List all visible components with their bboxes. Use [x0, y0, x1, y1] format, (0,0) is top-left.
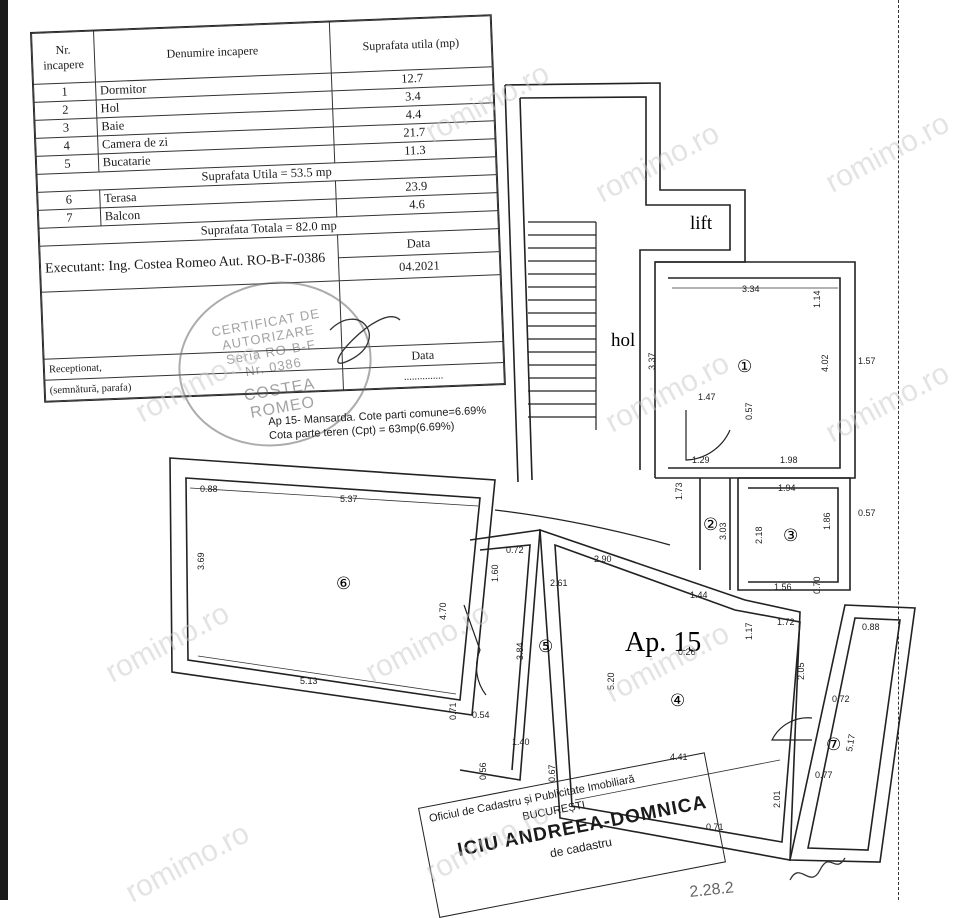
- dim-label: 1.94: [778, 483, 796, 493]
- dim-label: 3.34: [742, 284, 760, 294]
- dim-label: 4.02: [820, 354, 830, 372]
- dim-label: 0.88: [862, 622, 880, 632]
- room-marker-2: ②: [703, 515, 718, 534]
- dim-label: 0.72: [506, 545, 524, 555]
- dim-label: 1.73: [674, 482, 684, 500]
- dim-label: 1.60: [490, 564, 500, 582]
- room-marker-4: ④: [670, 691, 685, 710]
- dimension-lines: [189, 287, 838, 801]
- room-marker-6: ⑥: [336, 574, 351, 593]
- dim-label: 0.72: [832, 694, 850, 704]
- dim-label: 1.17: [744, 622, 754, 640]
- dim-label: 0.70: [812, 576, 822, 594]
- scan-edge: [0, 0, 8, 900]
- dim-label: 1.29: [692, 455, 710, 465]
- dim-label: 0.71: [706, 822, 724, 832]
- sheet-border-line: [898, 0, 899, 900]
- dim-label: 1.40: [512, 737, 530, 747]
- dim-label: 5.20: [606, 672, 616, 690]
- dim-label: 1.57: [858, 356, 876, 366]
- dim-label: 3.37: [647, 352, 657, 370]
- dim-label: 0.57: [744, 402, 754, 420]
- dim-label: 3.03: [718, 522, 728, 540]
- dim-label: 1.47: [698, 392, 716, 402]
- dim-label: 0.26: [678, 647, 696, 657]
- dim-label: 2.61: [550, 578, 568, 588]
- hol-label: hol: [611, 330, 635, 351]
- dim-label: 0.71: [448, 702, 458, 720]
- dim-label: 1.72: [777, 617, 795, 627]
- dim-label: 5.13: [300, 676, 318, 686]
- dim-label: 4.41: [670, 752, 688, 762]
- handwritten-number: 2.28.2: [689, 879, 735, 900]
- dim-label: 3.69: [196, 552, 206, 570]
- dimension-labels: 3.34 1.14 3.37 4.02 1.57 1.47 0.57 1.29 …: [196, 284, 880, 832]
- dim-label: 2.18: [754, 526, 764, 544]
- dim-label: 0.77: [815, 770, 833, 780]
- dim-label: 0.67: [547, 764, 557, 782]
- dim-label: 5.17: [844, 733, 857, 752]
- door-swings: [463, 410, 813, 741]
- dim-label: 2.05: [796, 662, 806, 680]
- dim-label: 1.86: [822, 512, 832, 530]
- stairs: [528, 221, 597, 430]
- dim-label: 0.88: [200, 484, 218, 494]
- room-marker-7: ⑦: [826, 735, 841, 754]
- lift-label: lift: [690, 213, 713, 234]
- room-marker-1: ①: [737, 357, 752, 376]
- dim-label: 1.56: [774, 582, 792, 592]
- dim-label: 1.14: [812, 290, 822, 308]
- dim-label: 5.37: [340, 494, 358, 504]
- signature-scribble: [329, 316, 846, 881]
- apartment-label: Ap. 15: [625, 627, 701, 658]
- plan-walls: [169, 82, 916, 863]
- dim-label: 0.54: [472, 710, 490, 720]
- dim-label: 1.98: [780, 455, 798, 465]
- room-marker-5: ⑤: [538, 637, 553, 656]
- dim-label: 0.56: [478, 762, 488, 780]
- dim-label: 2.01: [772, 790, 782, 808]
- room-marker-3: ③: [783, 526, 798, 545]
- dim-label: 3.84: [515, 642, 525, 660]
- dim-label: 2.90: [594, 554, 612, 564]
- dim-label: 0.57: [858, 508, 876, 518]
- dim-label: 1.44: [690, 590, 708, 600]
- dim-label: 4.70: [438, 602, 448, 620]
